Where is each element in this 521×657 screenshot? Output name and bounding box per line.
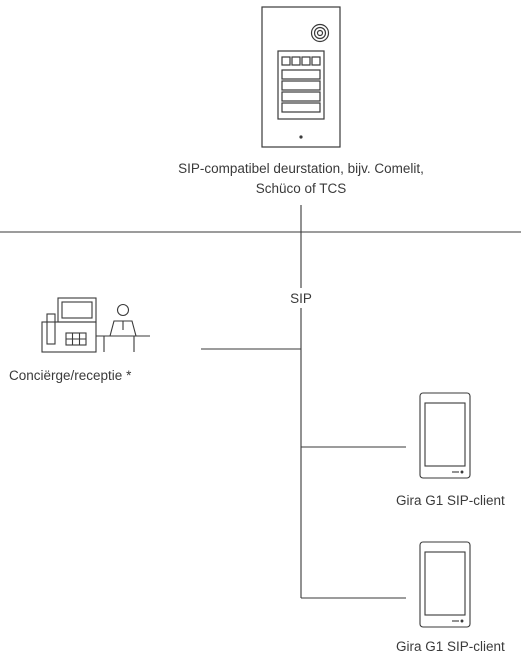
sip-protocol-label: SIP: [290, 291, 312, 306]
tablet-icon: [419, 392, 471, 479]
reception-desk-icon: [41, 297, 150, 353]
client-label: Gira G1 SIP-client: [396, 639, 505, 654]
tablet-icon: [419, 541, 471, 628]
door-station-label-line2: Schüco of TCS: [255, 181, 347, 196]
client-label: Gira G1 SIP-client: [396, 493, 505, 508]
door-station-label-line1: SIP-compatibel deurstation, bijv. Comeli…: [178, 161, 424, 176]
reception-label: Conciërge/receptie *: [9, 368, 132, 383]
connection-lines: [0, 205, 521, 599]
door-station-icon: [261, 6, 341, 148]
